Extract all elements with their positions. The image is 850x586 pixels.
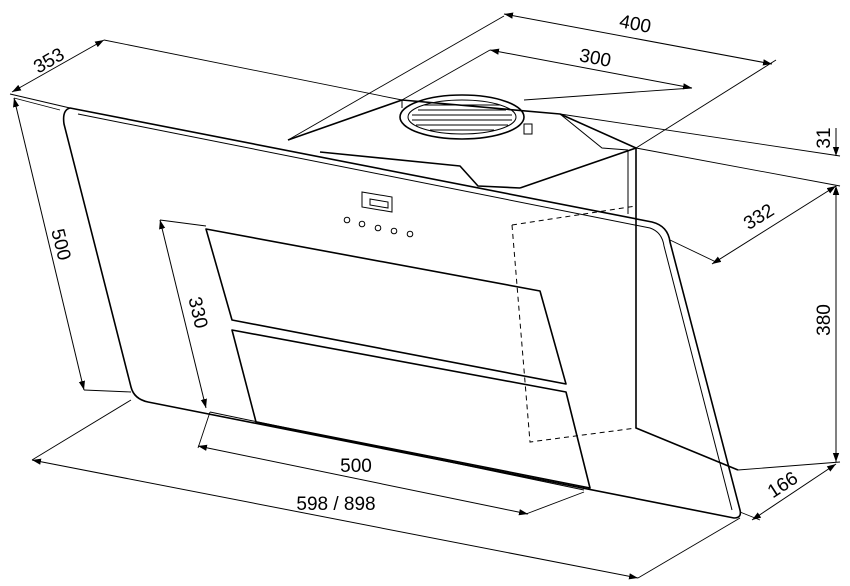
chimney-box-top xyxy=(287,99,637,189)
control-panel xyxy=(343,191,414,238)
chimney-box-ridge xyxy=(401,100,629,151)
exhaust-outlet xyxy=(399,94,533,140)
hidden-housing-top xyxy=(511,205,637,226)
label-chimney-width: 400 xyxy=(617,11,652,38)
dim-line-outlet-width xyxy=(489,48,693,90)
label-bottom-depth: 166 xyxy=(764,468,802,503)
hood-body xyxy=(62,94,742,519)
extension-lines xyxy=(9,15,841,579)
control-button-5 xyxy=(406,230,414,238)
control-button-3 xyxy=(374,224,382,232)
chimney-box-front xyxy=(319,151,521,189)
hidden-housing-left xyxy=(511,224,637,443)
label-panel-width: 500 xyxy=(340,456,372,477)
control-button-4 xyxy=(390,227,398,235)
upper-glass-slat xyxy=(205,228,567,385)
display-frame xyxy=(361,191,393,213)
glass-panel-inner-edge xyxy=(77,113,733,511)
control-button-2 xyxy=(358,220,366,228)
label-body-height: 380 xyxy=(814,304,835,336)
label-glass-height: 500 xyxy=(46,227,74,263)
dim-line-chimney-depth xyxy=(711,185,837,265)
dimension-lines xyxy=(11,12,840,580)
dim-line-glass-height xyxy=(13,97,85,391)
dim-line-chimney-width xyxy=(503,12,773,66)
label-panel-height: 330 xyxy=(184,295,212,331)
label-overall-width: 598 / 898 xyxy=(296,494,375,515)
dim-line-depth-top xyxy=(11,39,105,93)
label-depth-top: 353 xyxy=(30,44,68,78)
label-outlet-height: 31 xyxy=(814,127,835,148)
label-chimney-depth: 332 xyxy=(740,200,778,235)
dim-line-panel-height xyxy=(159,219,207,409)
dim-line-overall-width xyxy=(31,458,639,580)
control-button-1 xyxy=(343,216,351,224)
glass-panel-outline xyxy=(62,107,742,519)
display-screen xyxy=(369,198,389,209)
slat-bottom-edge xyxy=(209,411,585,491)
dim-line-bottom-depth xyxy=(751,463,837,521)
